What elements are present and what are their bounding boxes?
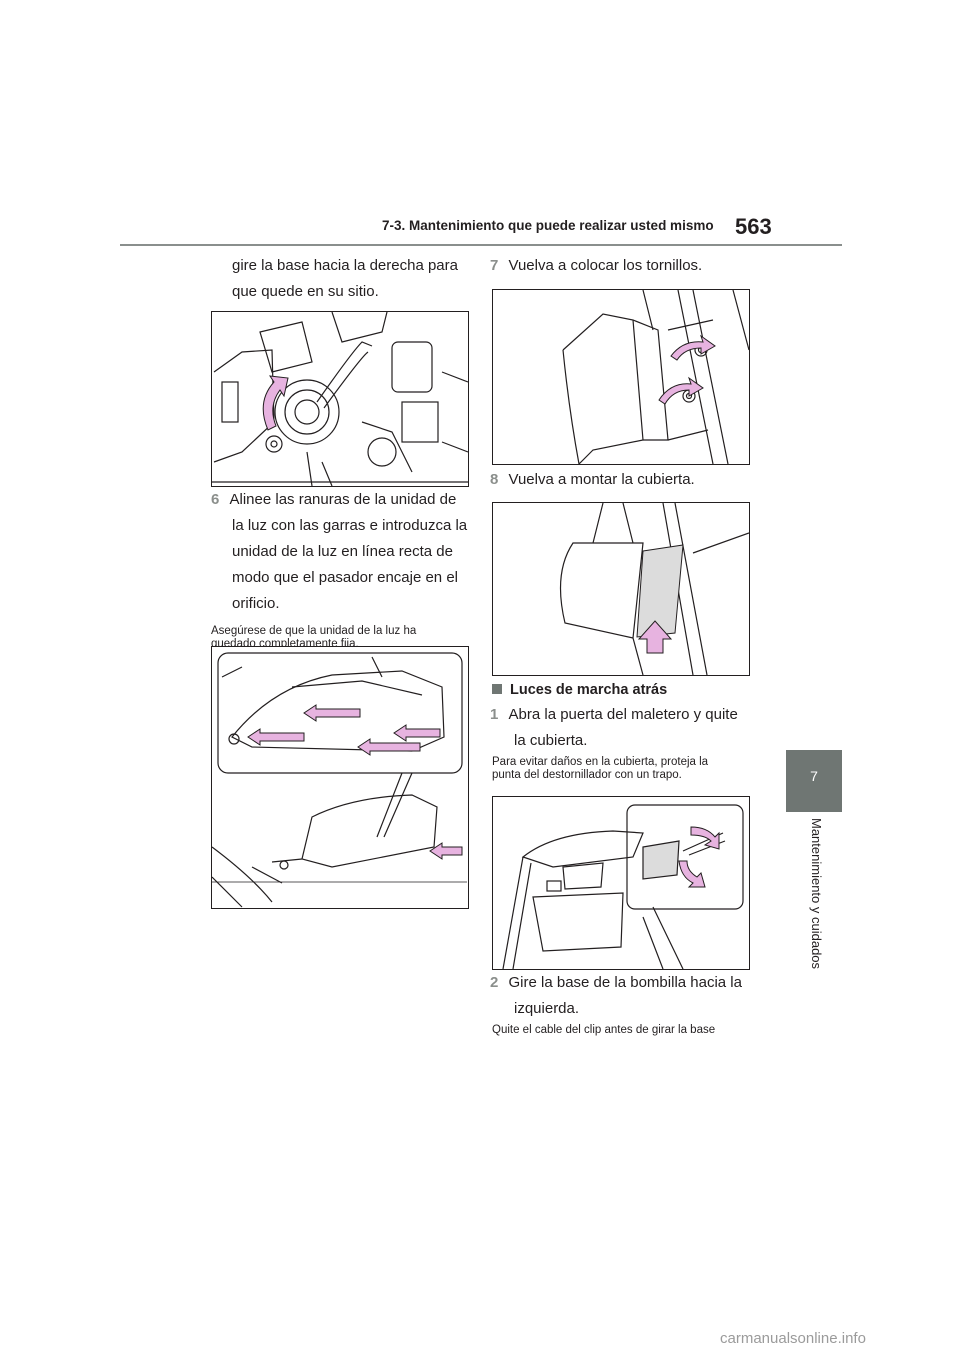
step-2-text-1: Gire la base de la bombilla hacia la xyxy=(508,974,742,991)
step-6-note-1: Asegúrese de que la unidad de la luz ha xyxy=(211,625,417,637)
step-6-line-5: orificio. xyxy=(232,595,280,612)
step-6-line-2: la luz con las garras e introduzca la xyxy=(232,517,468,534)
heading-reversing-lights: Luces de marcha atrás xyxy=(492,682,667,698)
chapter-tab xyxy=(786,750,842,812)
step-2-line-1: 2 Gire la base de la bombilla hacia la xyxy=(490,970,742,996)
step-7: 7 Vuelva a colocar los tornillos. xyxy=(490,253,702,279)
step-1-text-1: Abra la puerta del maletero y quite xyxy=(508,706,738,723)
intro-line-1: gire la base hacia la derecha para xyxy=(232,257,458,274)
step-8: 8 Vuelva a montar la cubierta. xyxy=(490,467,695,493)
figure-screws xyxy=(492,289,750,465)
step-7-number: 7 xyxy=(490,257,499,274)
step-6-line-1: 6 Alinee las ranuras de la unidad de xyxy=(211,487,456,513)
figure-cover-refit xyxy=(492,502,750,676)
page-number: 563 xyxy=(735,214,772,239)
step-6-number: 6 xyxy=(211,491,220,508)
step-8-text: Vuelva a montar la cubierta. xyxy=(508,471,695,488)
step-2-number: 2 xyxy=(490,974,499,991)
step-7-text: Vuelva a colocar los tornillos. xyxy=(508,257,703,274)
figure-trunk-cover xyxy=(492,796,750,970)
chapter-number: 7 xyxy=(810,768,818,784)
step-6-text-1: Alinee las ranuras de la unidad de xyxy=(229,491,457,508)
section-title: 7-3. Mantenimiento que puede realizar us… xyxy=(382,218,714,233)
intro-line-2: que quede en su sitio. xyxy=(232,283,379,300)
step-1-note-1: Para evitar daños en la cubierta, protej… xyxy=(492,756,709,768)
step-1-number: 1 xyxy=(490,706,499,723)
watermark: carmanualsonline.info xyxy=(720,1330,866,1347)
figure-headlight-insert xyxy=(211,646,469,909)
step-1-line-1: 1 Abra la puerta del maletero y quite xyxy=(490,702,738,728)
step-6-line-4: modo que el pasador encaje en el xyxy=(232,569,458,586)
figure-headlight-bulb-rotate xyxy=(211,311,469,487)
step-8-number: 8 xyxy=(490,471,499,488)
step-6-line-3: unidad de la luz en línea recta de xyxy=(232,543,453,560)
step-1-line-2: la cubierta. xyxy=(514,732,588,749)
heading-text: Luces de marcha atrás xyxy=(510,682,668,698)
header-rule xyxy=(120,244,842,246)
step-2-line-2: izquierda. xyxy=(514,1000,580,1017)
step-1-note-2: punta del destornillador con un trapo. xyxy=(492,769,682,781)
step-2-note: Quite el cable del clip antes de girar l… xyxy=(492,1024,716,1036)
heading-square-icon xyxy=(492,684,502,694)
chapter-label: Mantenimiento y cuidados xyxy=(809,818,824,970)
